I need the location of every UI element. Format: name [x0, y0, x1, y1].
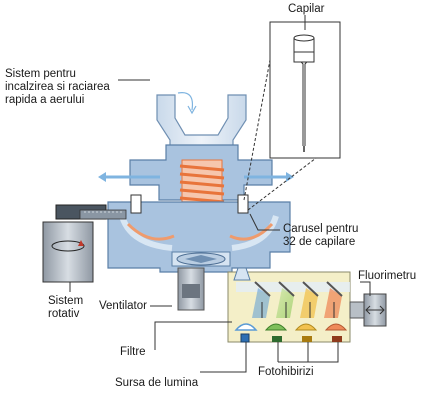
- photodiode-1: [272, 336, 282, 342]
- capillary-holder-right: [237, 194, 249, 214]
- optics-box: [227, 267, 351, 343]
- capillary-callout-lines: [243, 59, 321, 211]
- photodiode-2: [302, 336, 312, 342]
- label-fotohibirizi: Fotohibirizi: [258, 366, 314, 378]
- leader-lines: [69, 79, 371, 373]
- photodiode-3: [332, 336, 342, 342]
- air-flow-right: [229, 222, 274, 241]
- label-sursa-lumina: Sursa de lumina: [115, 377, 199, 389]
- light-source: [240, 333, 250, 343]
- air-arrow-in: [177, 92, 194, 111]
- label-carusel: Carusel pentru 32 de capilare: [283, 223, 359, 248]
- fan: [171, 251, 231, 267]
- capillary-drawing: [293, 34, 315, 152]
- label-fluorimetru: Fluorimetru: [358, 270, 417, 282]
- air-flow-left: [126, 222, 175, 241]
- rotary-system: [42, 204, 127, 283]
- fluorimeter-unit: [349, 293, 387, 327]
- carousel-chamber: [107, 201, 291, 273]
- label-ventilator: Ventilator: [99, 300, 147, 312]
- label-sistem-incalzire: Sistem pentru incalzirea si raciarea rap…: [5, 68, 110, 106]
- label-capilar: Capilar: [288, 3, 325, 15]
- label-filtre: Filtre: [120, 346, 146, 358]
- label-sistem-rotativ: Sistem rotativ: [48, 295, 84, 320]
- filters: [234, 323, 348, 331]
- capillary-holder-left: [130, 194, 142, 214]
